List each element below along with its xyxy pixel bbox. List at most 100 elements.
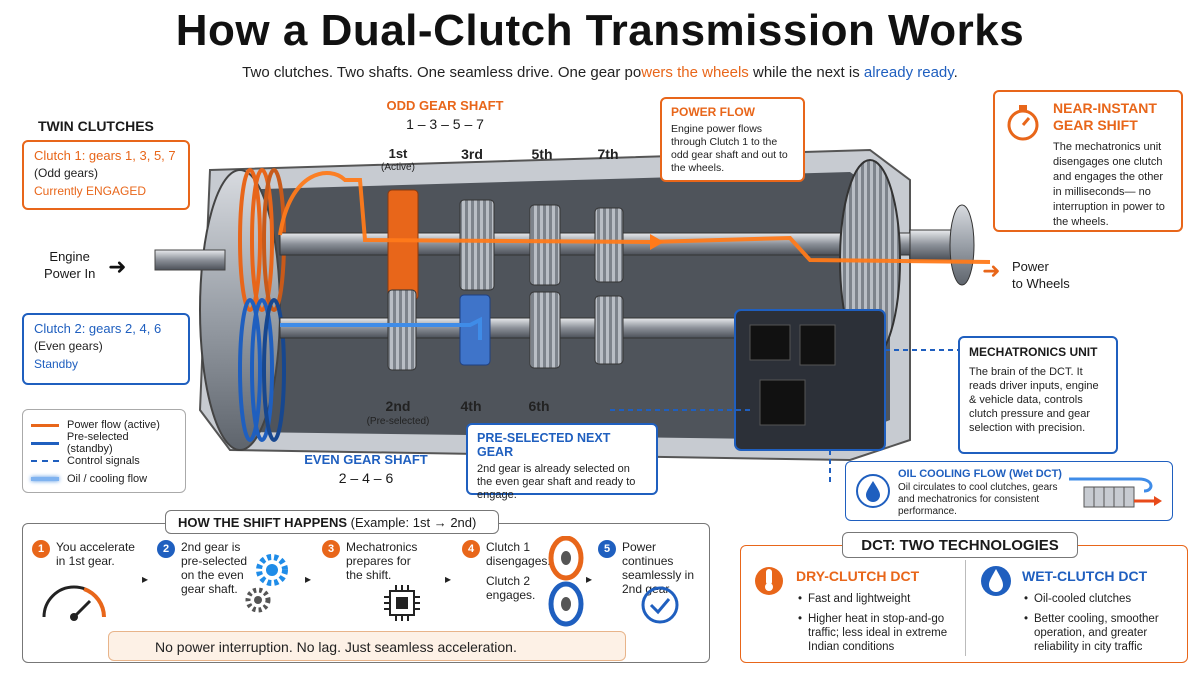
legend-swatch-power — [31, 423, 59, 427]
oil-cooler-icon — [1069, 477, 1162, 508]
clutch-1-title: Clutch 1: gears 1, 3, 5, 7 — [34, 148, 176, 163]
clutch-1-sub: (Odd gears) — [34, 166, 99, 180]
power-flow-arrowhead — [650, 234, 664, 250]
step-text: 2nd gear is pre-selected on the even gea… — [181, 540, 248, 596]
step-number: 5 — [598, 540, 616, 558]
clutch-1-card: Clutch 1: gears 1, 3, 5, 7 (Odd gears) C… — [22, 140, 190, 210]
shift-step-1: 1 You accelerate in 1st gear. — [32, 540, 142, 568]
shift-step-4: 4 Clutch 1 disengages. Clutch 2 engages. — [462, 540, 552, 602]
near-instant-title: NEAR-INSTANT GEAR SHIFT — [1053, 100, 1171, 134]
mechatronics-chip-3 — [759, 379, 806, 426]
legend-swatch-oil — [31, 477, 59, 481]
engine-label-line2: Power In — [44, 266, 96, 281]
mechatronics-card: MECHATRONICS UNIT The brain of the DCT. … — [958, 336, 1118, 454]
power-flow-title: POWER FLOW — [671, 105, 755, 119]
step-text-b: Clutch 2 engages. — [486, 574, 536, 602]
wheels-arrow-icon: ➜ — [982, 258, 1001, 283]
step-arrow-icon: ▸ — [586, 572, 593, 586]
subtitle-part-2: wers the wheels — [641, 64, 749, 81]
legend-swatch-control — [31, 460, 59, 462]
step-text: Mechatronics prepares for the shift. — [346, 540, 418, 582]
clutch-discs-icon — [548, 536, 584, 627]
subtitle-part-3: while the next is — [748, 64, 864, 81]
wheels-label-line1: Power — [1012, 259, 1049, 274]
wet-points: Oil-cooled clutches Better cooling, smoo… — [1024, 592, 1174, 660]
legend-label-oil: Oil / cooling flow — [67, 473, 148, 485]
preselected-text: 2nd gear is already selected on the even… — [477, 463, 636, 501]
shift-step-2: 2 2nd gear is pre-selected on the even g… — [157, 540, 277, 596]
subtitle-part-4: already ready — [863, 64, 954, 81]
stopwatch-icon — [1007, 105, 1039, 141]
gear-label-6th: 6th — [528, 398, 550, 414]
technologies-heading: DCT: TWO TECHNOLOGIES — [842, 532, 1078, 558]
near-instant-title-2: GEAR SHIFT — [1053, 117, 1138, 133]
dry-point: Fast and lightweight — [798, 592, 968, 606]
mechatronics-chip-2 — [799, 324, 836, 366]
gear-label-1st: 1st — [388, 146, 408, 161]
legend-label-power: Power flow (active) — [67, 419, 160, 431]
even-shaft-title: EVEN GEAR SHAFT — [304, 452, 428, 467]
step-text: You accelerate in 1st gear. — [56, 540, 135, 568]
legend-item-oil: Oil / cooling flow — [31, 470, 177, 488]
shift-heading-rest: (Example: 1st → 2nd) — [347, 515, 477, 530]
step-arrow-icon: ▸ — [445, 572, 452, 586]
gear-label-5th: 5th — [531, 146, 553, 162]
mechatronics-text: The brain of the DCT. It reads driver in… — [969, 366, 1099, 434]
page-title: How a Dual-Clutch Transmission Works — [175, 6, 1025, 55]
step-number: 3 — [322, 540, 340, 558]
wet-point: Better cooling, smoother operation, and … — [1024, 612, 1174, 654]
legend-label-preselected: Pre-selected (standby) — [66, 431, 129, 455]
oil-cooling-card: OIL COOLING FLOW (Wet DCT) Oil circulate… — [845, 461, 1173, 521]
oil-drop-icon — [856, 474, 890, 508]
power-flow-line — [278, 171, 991, 264]
dry-title: DRY-CLUTCH DCT — [796, 568, 920, 584]
speedometer-icon — [42, 585, 106, 621]
shift-step-3: 3 Mechatronics prepares for the shift. — [322, 540, 452, 582]
technologies-divider — [965, 560, 966, 656]
shift-heading-bold: HOW THE SHIFT HAPPENS — [178, 515, 348, 530]
gear-5th — [529, 204, 561, 286]
step-arrow-icon: ▸ — [142, 572, 149, 586]
subtitle-part-5: . — [953, 64, 958, 81]
step-number: 2 — [157, 540, 175, 558]
engine-arrow-icon: ➜ — [108, 254, 127, 279]
preselected-line — [280, 316, 482, 340]
checkmark-icon — [641, 586, 679, 624]
subtitle-part-1: Two clutches. Two shafts. One seamless d… — [242, 64, 642, 81]
step-text: Power continues seamlessly in 2nd gear. — [622, 540, 695, 596]
gear-2nd — [387, 289, 417, 371]
page-subtitle: Two clutches. Two shafts. One seamless d… — [0, 64, 1200, 81]
legend-item-preselected: Pre-selected (standby) — [31, 431, 177, 455]
mechatronics-chip-1 — [749, 324, 791, 361]
mechatronics-title: MECHATRONICS UNIT — [969, 345, 1098, 359]
dry-point: Higher heat in stop-and-go traffic; less… — [798, 612, 968, 654]
gear-3rd — [459, 199, 495, 291]
preselected-card: PRE-SELECTED NEXT GEAR 2nd gear is alrea… — [466, 423, 658, 501]
clutch-2-sub: (Even gears) — [34, 339, 103, 353]
even-shaft-gears: 2 – 4 – 6 — [338, 470, 394, 486]
gear-1st — [387, 189, 419, 301]
legend-item-control: Control signals — [31, 452, 177, 470]
clutch-1-plates — [238, 168, 286, 312]
chip-icon — [384, 585, 420, 621]
clutch-2-plates — [238, 298, 286, 442]
even-gears — [387, 289, 624, 371]
gear-label-1st-note: (Active) — [381, 162, 415, 173]
clutch-2-title: Clutch 2: gears 2, 4, 6 — [34, 321, 162, 336]
gear-7th — [594, 207, 624, 283]
power-flow-text: Engine power flows through Clutch 1 to t… — [671, 123, 788, 174]
odd-shaft-gears: 1 – 3 – 5 – 7 — [406, 116, 484, 132]
wheels-label-line2: to Wheels — [1012, 276, 1070, 291]
preselected-title: PRE-SELECTED NEXT GEAR — [477, 431, 611, 459]
power-flow-card: POWER FLOW Engine power flows through Cl… — [660, 97, 805, 182]
thermometer-icon — [755, 567, 783, 595]
shift-footer: No power interruption. No lag. Just seam… — [108, 631, 626, 661]
gear-label-7th: 7th — [597, 146, 619, 162]
near-instant-title-1: NEAR-INSTANT — [1053, 100, 1157, 116]
gear-label-2nd: 2nd — [385, 398, 411, 414]
wheels-label: Power to Wheels — [1012, 258, 1070, 292]
shift-heading: HOW THE SHIFT HAPPENS (Example: 1st → 2n… — [165, 510, 499, 534]
gear-label-4th: 4th — [460, 398, 482, 414]
legend-item-power: Power flow (active) — [31, 416, 177, 434]
gear-6th — [529, 291, 561, 369]
